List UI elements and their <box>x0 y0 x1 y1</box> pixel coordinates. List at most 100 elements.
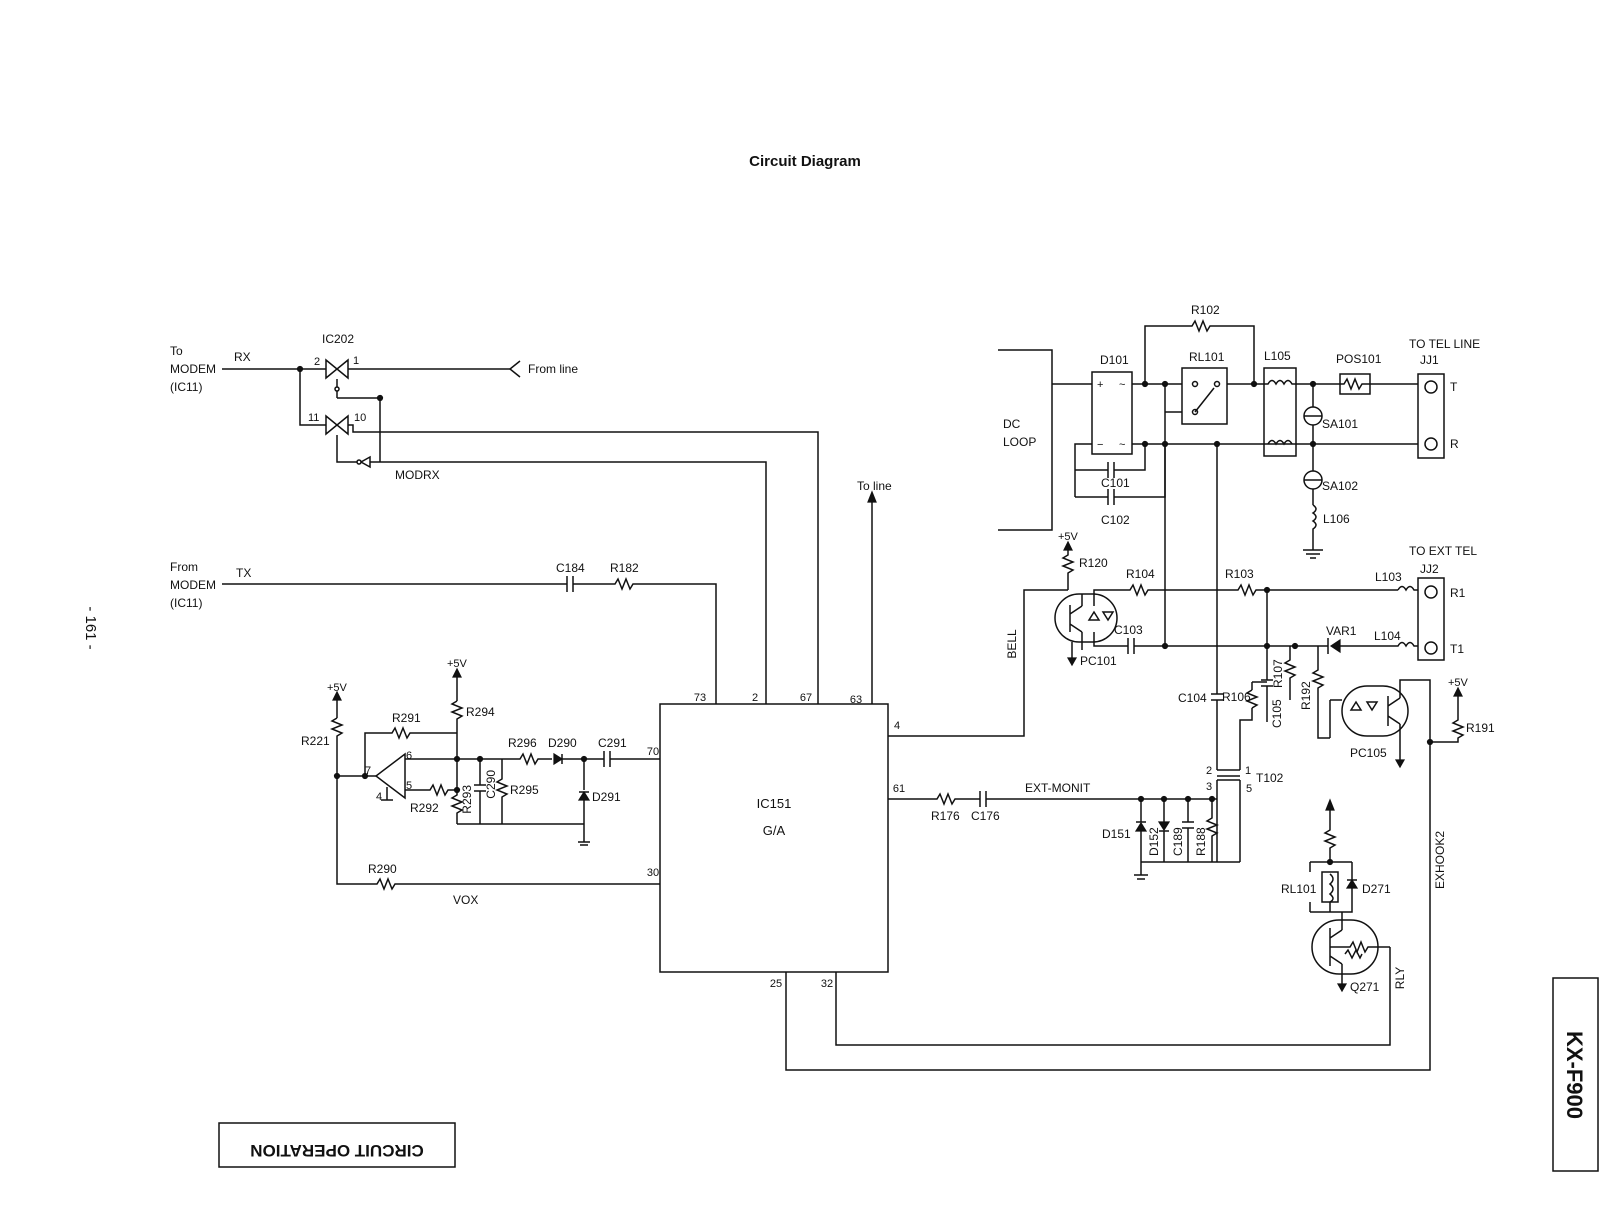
jj2-r1-label: R1 <box>1450 586 1466 600</box>
to-tel-line-label: TO TEL LINE <box>1409 337 1480 351</box>
from-line-label: From line <box>528 362 578 376</box>
r292-label: R292 <box>410 801 439 815</box>
r176-label: R176 <box>931 809 960 823</box>
r293-label: R293 <box>460 785 474 814</box>
jj1-t-label: T <box>1450 380 1458 394</box>
r106-label: R106 <box>1222 690 1251 704</box>
l105-label: L105 <box>1264 349 1291 363</box>
d101-label: D101 <box>1100 353 1129 367</box>
r103-label: R103 <box>1225 567 1254 581</box>
r188-label: R188 <box>1194 827 1208 856</box>
model-box: KX-F900 <box>1552 977 1599 1172</box>
d101-tilde2: ~ <box>1119 439 1125 451</box>
t102-pin5: 5 <box>1246 783 1252 795</box>
c291-label: C291 <box>598 736 627 750</box>
ext-monit-label: EXT-MONIT <box>1025 781 1091 795</box>
pin-61: 61 <box>893 783 905 795</box>
ic202-pin10: 10 <box>354 412 366 424</box>
q271-label: Q271 <box>1350 980 1380 994</box>
r191-label: R191 <box>1466 721 1495 735</box>
c102-label: C102 <box>1101 513 1130 527</box>
t102-pin1: 1 <box>1245 765 1251 777</box>
plus5v-b: +5V <box>447 658 468 670</box>
r107-label: R107 <box>1271 659 1285 688</box>
modrx-label: MODRX <box>395 468 440 482</box>
monitor-section: R176 C176 EXT-MONIT D151 D152 C189 R188 … <box>785 742 1447 1071</box>
l106-label: L106 <box>1323 512 1350 526</box>
to-modem-3: (IC11) <box>170 380 202 394</box>
ic202-pin2: 2 <box>314 356 320 368</box>
d101-tilde1: ~ <box>1119 379 1125 391</box>
page-number: - 161 - <box>82 606 99 649</box>
pc101-label: PC101 <box>1080 654 1117 668</box>
opamp-pin4: 4 <box>376 791 382 803</box>
pos101-label: POS101 <box>1336 352 1382 366</box>
bell-label: BELL <box>1005 629 1019 659</box>
section-box: CIRCUIT OPERATION <box>218 1122 456 1168</box>
c290-label: C290 <box>484 770 498 799</box>
pin-67: 67 <box>800 692 812 704</box>
l103-label: L103 <box>1375 570 1402 584</box>
to-modem-1: To <box>170 344 183 358</box>
r221-label: R221 <box>301 734 330 748</box>
r294-label: R294 <box>466 705 495 719</box>
bell-plus5v: +5V <box>1058 531 1079 543</box>
pin-63: 63 <box>850 694 862 706</box>
var1-label: VAR1 <box>1326 624 1357 638</box>
plus5v-a: +5V <box>327 682 348 694</box>
ic151: IC151 G/A 73 2 67 63 70 30 4 61 25 32 <box>647 692 905 990</box>
jj1-label: JJ1 <box>1420 353 1439 367</box>
sa102-label: SA102 <box>1322 479 1358 493</box>
r120-label: R120 <box>1079 556 1108 570</box>
ic151-ref: IC151 <box>757 796 792 811</box>
pc105-label: PC105 <box>1350 746 1387 760</box>
ic202-label: IC202 <box>322 332 354 346</box>
vox-label: VOX <box>453 893 478 907</box>
jj2-t1-label: T1 <box>1450 642 1464 656</box>
c189-label: C189 <box>1171 827 1185 856</box>
to-line-label: To line <box>857 479 892 493</box>
c103-label: C103 <box>1114 623 1143 637</box>
t102-pin3: 3 <box>1206 781 1212 793</box>
d271-label: D271 <box>1362 882 1391 896</box>
rl101-contact-label: RL101 <box>1189 350 1225 364</box>
model-label: KX-F900 <box>1562 1031 1587 1119</box>
from-modem-3: (IC11) <box>170 596 202 610</box>
section-label: CIRCUIT OPERATION <box>250 1141 423 1160</box>
r295-label: R295 <box>510 783 539 797</box>
pin-2: 2 <box>752 692 758 704</box>
pin-30: 30 <box>647 867 659 879</box>
bell-section: +5V R120 PC101 BELL R104 R103 L103 C103 … <box>888 531 1495 862</box>
exhook2-label: EXHOOK2 <box>1433 831 1447 889</box>
c105-label: C105 <box>1270 699 1284 728</box>
r191-plus5v: +5V <box>1448 677 1469 689</box>
page-title: Circuit Diagram <box>749 153 861 170</box>
l104-label: L104 <box>1374 629 1401 643</box>
d291-label: D291 <box>592 790 621 804</box>
tx-label: TX <box>236 566 251 580</box>
t102-pin2: 2 <box>1206 765 1212 777</box>
opamp-pin6: 6 <box>406 750 412 762</box>
rly-label: RLY <box>1393 967 1407 989</box>
sa101-label: SA101 <box>1322 417 1358 431</box>
r182-label: R182 <box>610 561 639 575</box>
jj1-r-label: R <box>1450 437 1459 451</box>
t102-label: T102 <box>1256 771 1284 785</box>
d101-minus: − <box>1097 439 1103 451</box>
pin-32: 32 <box>821 978 833 990</box>
d152-label: D152 <box>1147 827 1161 856</box>
loop-label: LOOP <box>1003 435 1036 449</box>
to-ext-tel-label: TO EXT TEL <box>1409 544 1477 558</box>
from-modem-1: From <box>170 560 198 574</box>
ic-top-wires <box>817 697 819 704</box>
c184-label: C184 <box>556 561 585 575</box>
c104-label: C104 <box>1178 691 1207 705</box>
r102-label: R102 <box>1191 303 1220 317</box>
opamp-pin5: 5 <box>406 780 412 792</box>
pin-73: 73 <box>694 692 706 704</box>
r296-label: R296 <box>508 736 537 750</box>
d101-plus: + <box>1097 379 1103 391</box>
d290-label: D290 <box>548 736 577 750</box>
pin-4: 4 <box>894 720 900 732</box>
ic202-pin11: 11 <box>308 412 319 424</box>
